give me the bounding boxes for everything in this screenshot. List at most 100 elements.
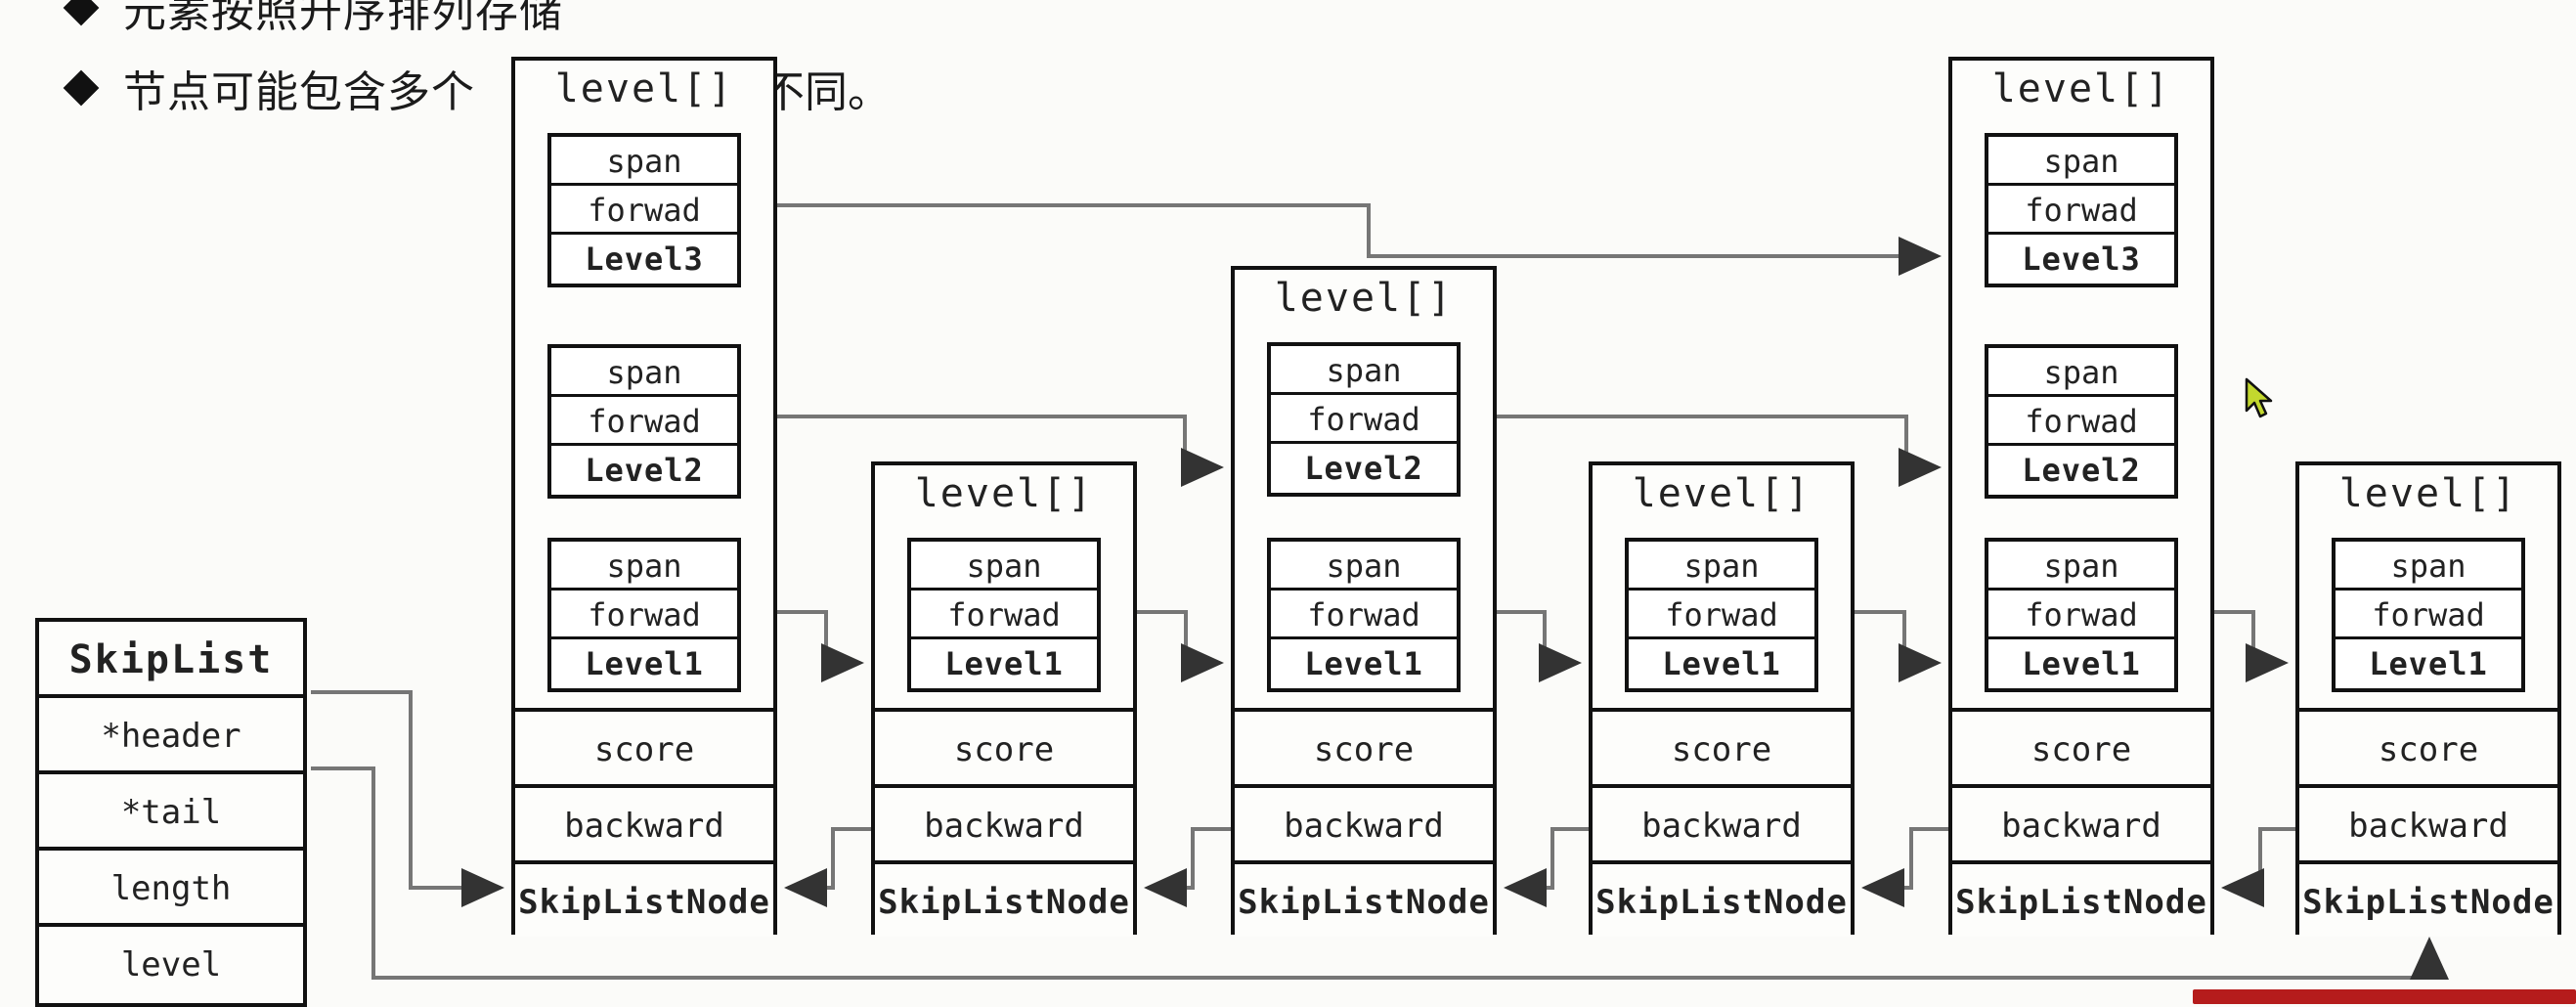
level-cell: Level1 bbox=[585, 645, 704, 682]
level-array-label: level[] bbox=[554, 66, 734, 111]
level-block-level2: span forwad Level2 bbox=[1267, 342, 1461, 497]
video-progress-bar[interactable] bbox=[2193, 989, 2576, 1004]
wire-level3-n1-n5 bbox=[777, 203, 1942, 276]
level-block-level1: span forwad Level1 bbox=[547, 538, 741, 692]
level-cell: Level3 bbox=[2022, 241, 2141, 278]
level-array-label: level[] bbox=[2338, 471, 2518, 516]
skiplistnode-4: level[] span forwad Level1 score backwar… bbox=[1589, 461, 1855, 937]
skiplist-title: SkipList bbox=[39, 622, 303, 698]
skiplist-field-tail: *tail bbox=[39, 774, 303, 851]
wire-level1-n2-n3 bbox=[1137, 610, 1224, 682]
wire-level1-n1-n2 bbox=[777, 610, 864, 682]
skiplist-field-header: *header bbox=[39, 698, 303, 774]
wire-header-to-node1 bbox=[311, 690, 504, 907]
backward-field: backward bbox=[1952, 784, 2210, 860]
level-block-level1: span forwad Level1 bbox=[1985, 538, 2178, 692]
bullet-text-1: 元素按照升序排列存储 bbox=[123, 0, 563, 37]
level-array-label: level[] bbox=[1632, 471, 1812, 516]
level-cell: Level1 bbox=[1662, 645, 1781, 682]
span-cell: span bbox=[2336, 542, 2521, 591]
span-cell: span bbox=[551, 348, 737, 397]
span-cell: span bbox=[1629, 542, 1814, 591]
skiplist-struct-box: SkipList *header *tail length level bbox=[35, 618, 307, 1007]
wire-backward-n6-n5 bbox=[2221, 827, 2295, 907]
wire-level1-n5-n6 bbox=[2214, 610, 2289, 682]
bullet-item-1: 元素按照升序排列存储 bbox=[63, 0, 563, 39]
level-block-level2: span forwad Level2 bbox=[547, 344, 741, 499]
span-cell: span bbox=[1271, 542, 1457, 591]
forward-cell: forwad bbox=[1271, 395, 1457, 444]
forward-cell: forwad bbox=[1988, 397, 2174, 446]
level-block-level2: span forwad Level2 bbox=[1985, 344, 2178, 499]
node-type-label: SkipListNode bbox=[875, 860, 1133, 937]
forward-cell: forwad bbox=[1988, 186, 2174, 235]
level-block-level3: span forwad Level3 bbox=[547, 133, 741, 287]
forward-cell: forwad bbox=[551, 186, 737, 235]
node-type-label: SkipListNode bbox=[1952, 860, 2210, 937]
backward-field: backward bbox=[2299, 784, 2557, 860]
backward-field: backward bbox=[1235, 784, 1493, 860]
node-type-label: SkipListNode bbox=[2299, 860, 2557, 937]
wire-level1-n4-n5 bbox=[1855, 610, 1942, 682]
level-block-level1: span forwad Level1 bbox=[2332, 538, 2525, 692]
level-cell: Level1 bbox=[944, 645, 1064, 682]
wire-level1-n3-n4 bbox=[1497, 610, 1582, 682]
score-field: score bbox=[1952, 708, 2210, 784]
span-cell: span bbox=[911, 542, 1097, 591]
skiplist-field-level: level bbox=[120, 945, 222, 985]
level-cell: Level2 bbox=[1304, 450, 1423, 487]
level-cell: Level3 bbox=[585, 241, 704, 278]
forward-cell: forwad bbox=[2336, 591, 2521, 639]
level-block-level1: span forwad Level1 bbox=[1267, 538, 1461, 692]
span-cell: span bbox=[1988, 137, 2174, 186]
level-cell: Level1 bbox=[2369, 645, 2488, 682]
level-cell: Level1 bbox=[2022, 645, 2141, 682]
level-array-label: level[] bbox=[1991, 66, 2171, 111]
span-cell: span bbox=[551, 137, 737, 186]
skiplistnode-1: level[] span forwad Level3 span forwad L… bbox=[511, 57, 777, 937]
span-cell: span bbox=[551, 542, 737, 591]
score-field: score bbox=[1235, 708, 1493, 784]
skiplistnode-6: level[] span forwad Level1 score backwar… bbox=[2295, 461, 2561, 937]
wire-backward-n2-n1 bbox=[784, 827, 871, 907]
wire-level2-n3-n5 bbox=[1497, 415, 1942, 487]
wire-backward-n3-n2 bbox=[1144, 827, 1231, 907]
span-cell: span bbox=[1988, 348, 2174, 397]
diamond-bullet-icon bbox=[63, 69, 100, 107]
forward-cell: forwad bbox=[551, 397, 737, 446]
forward-cell: forwad bbox=[551, 591, 737, 639]
wire-level2-n1-n3 bbox=[777, 415, 1224, 487]
level-array-label: level[] bbox=[914, 471, 1094, 516]
node-type-label: SkipListNode bbox=[1593, 860, 1851, 937]
score-field: score bbox=[1593, 708, 1851, 784]
node-type-label: SkipListNode bbox=[1235, 860, 1493, 937]
level-cell: Level2 bbox=[585, 452, 704, 489]
skiplistnode-3: level[] span forwad Level2 span forwad L… bbox=[1231, 266, 1497, 937]
skiplist-field-length: length bbox=[39, 851, 303, 927]
backward-field: backward bbox=[515, 784, 773, 860]
score-field: score bbox=[2299, 708, 2557, 784]
bullet-item-2: 节点可能包含多个 bbox=[63, 57, 475, 119]
level-block-level3: span forwad Level3 bbox=[1985, 133, 2178, 287]
score-field: score bbox=[515, 708, 773, 784]
wire-backward-n4-n3 bbox=[1504, 827, 1589, 907]
level-cell: Level2 bbox=[2022, 452, 2141, 489]
skiplistnode-2: level[] span forwad Level1 score backwar… bbox=[871, 461, 1137, 937]
level-array-label: level[] bbox=[1274, 276, 1454, 321]
level-block-level1: span forwad Level1 bbox=[1625, 538, 1818, 692]
span-cell: span bbox=[1988, 542, 2174, 591]
wire-backward-n5-n4 bbox=[1861, 827, 1948, 907]
level-block-level1: span forwad Level1 bbox=[907, 538, 1101, 692]
node-type-label: SkipListNode bbox=[515, 860, 773, 937]
span-cell: span bbox=[1271, 346, 1457, 395]
bullet-text-2: 节点可能包含多个 bbox=[123, 67, 475, 117]
backward-field: backward bbox=[875, 784, 1133, 860]
mouse-cursor-icon bbox=[2245, 377, 2273, 418]
score-field: score bbox=[875, 708, 1133, 784]
skiplistnode-5: level[] span forwad Level3 span forwad L… bbox=[1948, 57, 2214, 937]
forward-cell: forwad bbox=[911, 591, 1097, 639]
forward-cell: forwad bbox=[1629, 591, 1814, 639]
diamond-bullet-icon bbox=[63, 0, 100, 26]
forward-cell: forwad bbox=[1271, 591, 1457, 639]
